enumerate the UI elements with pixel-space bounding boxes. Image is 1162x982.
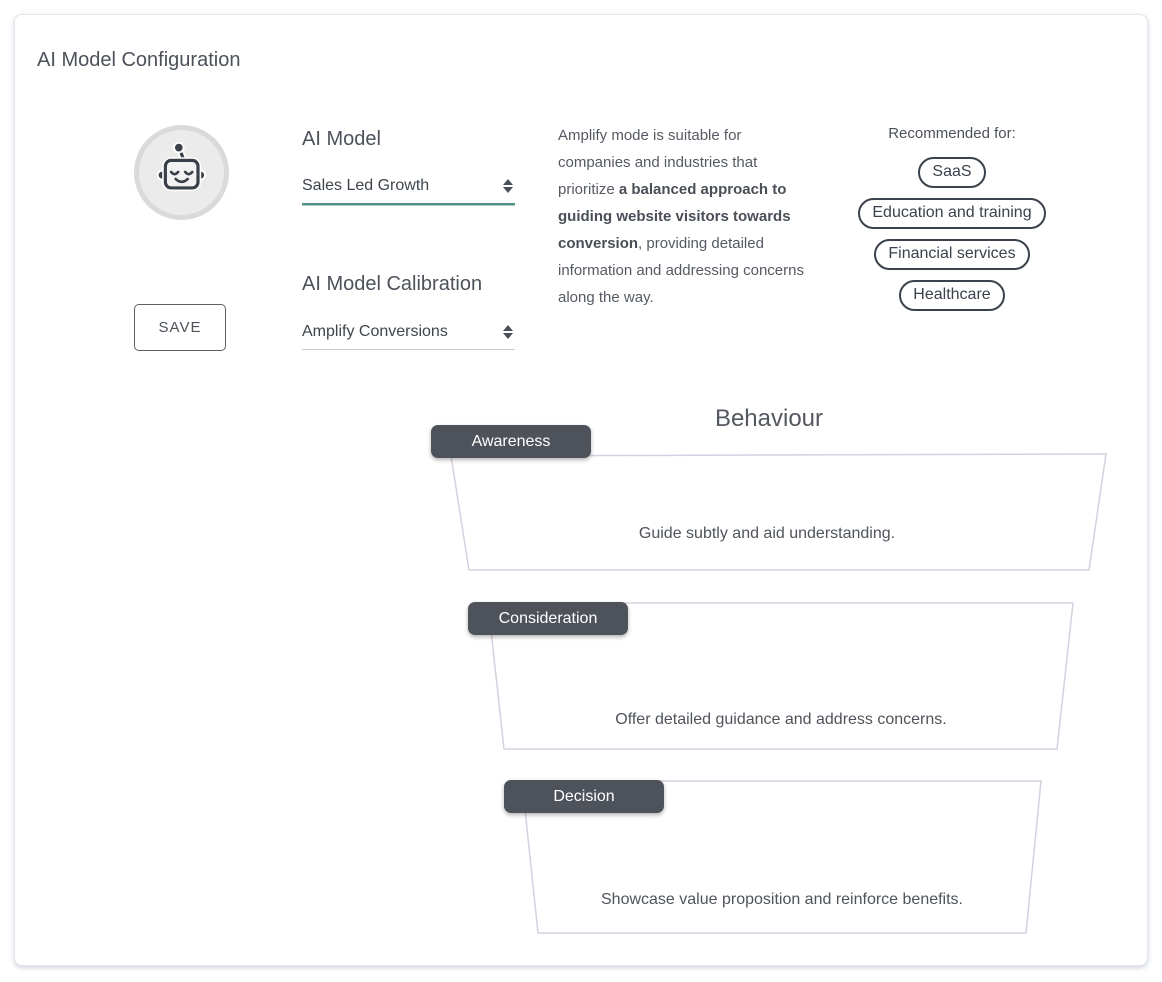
stage-badge-decision: Decision <box>504 780 664 813</box>
tag-education-and-training: Education and training <box>858 198 1046 229</box>
recommended-tags: SaaS Education and training Financial se… <box>858 157 1046 311</box>
stage-description-decision: Showcase value proposition and reinforce… <box>601 891 963 908</box>
tag-healthcare: Healthcare <box>899 280 1005 311</box>
tag-saas: SaaS <box>918 157 986 188</box>
up-down-arrows-icon <box>503 324 513 339</box>
page-title: AI Model Configuration <box>37 49 241 71</box>
calibration-selected-value: Amplify Conversions <box>302 322 448 340</box>
mode-description: Amplify mode is suitable for companies a… <box>558 122 810 311</box>
robot-avatar <box>134 125 229 220</box>
tag-financial-services: Financial services <box>874 239 1030 270</box>
stage-badge-consideration: Consideration <box>468 602 628 635</box>
ai-model-label: AI Model <box>302 128 381 150</box>
up-down-arrows-icon <box>503 179 513 193</box>
ai-model-configuration-card: AI Model Configuration SA <box>14 14 1148 966</box>
recommended-section: Recommended for: SaaS Education and trai… <box>832 125 1072 311</box>
description-bold-text: a balanced approach to guiding website v… <box>558 181 791 252</box>
behaviour-title: Behaviour <box>714 405 824 432</box>
ai-model-select[interactable]: Sales Led Growth <box>302 169 515 205</box>
description-text: , providing detailed information and add… <box>558 235 804 306</box>
description-text: Amplify mode is suitable for companies a… <box>558 127 758 198</box>
ai-model-calibration-label: AI Model Calibration <box>302 273 483 295</box>
save-button[interactable]: SAVE <box>134 304 226 351</box>
recommended-label: Recommended for: <box>888 125 1016 142</box>
behaviour-funnel <box>450 453 1107 934</box>
robot-icon <box>150 138 214 207</box>
stage-description-awareness: Guide subtly and aid understanding. <box>638 525 896 542</box>
ai-model-calibration-select[interactable]: Amplify Conversions <box>302 314 515 350</box>
stage-description-consideration: Offer detailed guidance and address conc… <box>615 711 947 728</box>
ai-model-selected-value: Sales Led Growth <box>302 177 430 194</box>
stage-badge-awareness: Awareness <box>431 425 591 458</box>
